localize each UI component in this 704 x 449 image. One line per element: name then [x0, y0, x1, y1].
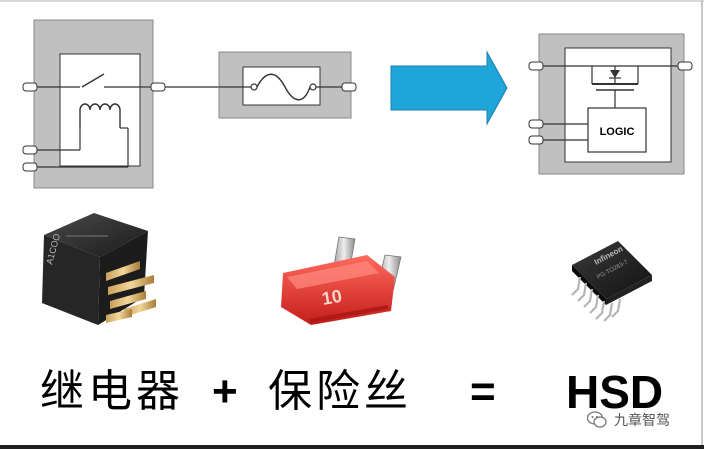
hsd-pin-out: [677, 61, 693, 71]
equivalence-arrow-icon: [390, 50, 508, 126]
relay-pin-coil-b: [22, 162, 38, 172]
fuse-photo: 10: [281, 236, 402, 325]
fuse-label: 保险丝: [268, 366, 412, 417]
chip-leads: [571, 276, 622, 322]
relay-pin-in: [22, 82, 38, 92]
hsd-pin-vs: [528, 61, 544, 71]
hsd-chip-photo: Infineon PG-TO263-7: [571, 241, 652, 322]
hsd-pin-in: [528, 119, 544, 129]
fuse-rating-label: 10: [320, 286, 343, 309]
relay-coil: [79, 103, 121, 128]
hsd-schematic: LOGIC: [528, 33, 693, 175]
logic-label: LOGIC: [600, 126, 635, 138]
logic-block: [587, 107, 647, 153]
relay-schematic: [22, 19, 219, 189]
plus-sign: +: [212, 367, 238, 416]
hsd-label: HSD: [566, 366, 664, 418]
watermark-text: 九章智驾: [614, 413, 670, 429]
relay-label: 继电器: [40, 366, 184, 417]
chat-bubble-icon: [586, 411, 607, 428]
frame-right-border: [701, 0, 703, 449]
relay-photo: A1COO: [42, 213, 156, 325]
hsd-pin-gnd: [528, 135, 544, 145]
equals-sign: =: [470, 367, 496, 416]
fuse-symbol: [256, 73, 311, 101]
frame-bottom-border: [0, 445, 704, 449]
relay-switch-contact: [81, 73, 105, 88]
frame-top-border: [0, 0, 704, 2]
relay-pin-out: [150, 82, 166, 92]
fuse-pin-out: [341, 82, 357, 92]
relay-pin-coil-a: [22, 145, 38, 155]
fuse-schematic: [218, 51, 357, 119]
watermark: 九章智驾: [586, 409, 670, 431]
